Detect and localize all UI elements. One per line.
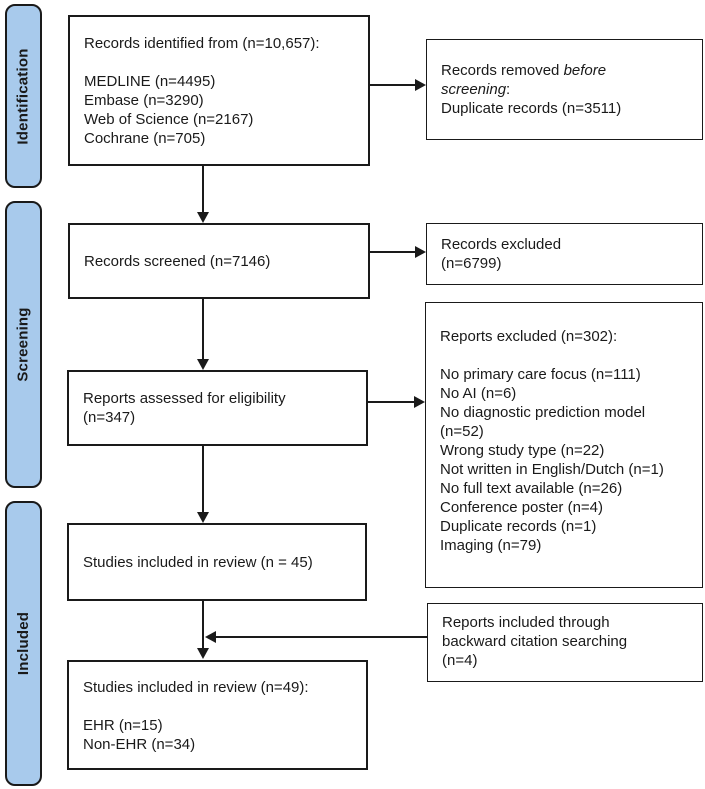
excl-duplicate-records: Duplicate records (n=1) bbox=[440, 518, 597, 535]
records-removed-line2: screening: bbox=[441, 80, 688, 99]
records-screened-label: Records screened (n=7146) bbox=[84, 252, 271, 270]
box-studies-included-49: Studies included in review (n=49): EHR (… bbox=[67, 660, 368, 770]
source-embase: Embase (n=3290) bbox=[84, 92, 204, 109]
source-web-of-science: Web of Science (n=2167) bbox=[84, 111, 254, 128]
arrow-identified-to-removed-line bbox=[370, 84, 415, 86]
spacer-line bbox=[84, 53, 354, 72]
backward-citation-line1: Reports included through bbox=[442, 614, 610, 631]
excl-no-diagnostic-model: No diagnostic prediction model (n=52) bbox=[440, 404, 646, 440]
box-records-removed-before-screening: Records removed before screening: Duplic… bbox=[426, 39, 703, 140]
records-removed-line1: Records removed before bbox=[441, 61, 688, 80]
studies-included-45-label: Studies included in review (n = 45) bbox=[83, 553, 313, 571]
arrowhead-left-icon bbox=[205, 631, 216, 643]
excl-imaging: Imaging (n=79) bbox=[440, 537, 542, 554]
box-records-excluded: Records excluded (n=6799) bbox=[426, 223, 703, 285]
records-excluded-line1: Records excluded bbox=[441, 236, 562, 253]
arrow-screened-to-assessed-line bbox=[202, 299, 204, 359]
arrowhead-right-icon bbox=[415, 246, 426, 258]
arrowhead-down-icon bbox=[197, 212, 209, 223]
ehr-count: EHR (n=15) bbox=[83, 717, 163, 734]
records-removed-colon: : bbox=[506, 81, 511, 98]
box-reports-assessed: Reports assessed for eligibility (n=347) bbox=[67, 370, 368, 446]
excl-not-english-dutch: Not written in English/Dutch (n=1) bbox=[440, 461, 664, 478]
arrow-included45-to-included49-line bbox=[202, 601, 204, 648]
records-removed-italic-before: before bbox=[563, 62, 607, 79]
arrow-backward-citation-line bbox=[216, 636, 427, 638]
spacer-line bbox=[440, 346, 688, 365]
backward-citation-line3: (n=4) bbox=[442, 652, 478, 669]
source-medline: MEDLINE (n=4495) bbox=[84, 73, 216, 90]
arrow-assessed-to-reports-excluded-line bbox=[368, 401, 414, 403]
box-records-screened: Records screened (n=7146) bbox=[68, 223, 370, 299]
stage-label-screening: Screening bbox=[5, 201, 42, 488]
duplicate-records-line: Duplicate records (n=3511) bbox=[441, 100, 622, 117]
excl-no-primary-care: No primary care focus (n=111) bbox=[440, 366, 641, 383]
arrowhead-right-icon bbox=[415, 79, 426, 91]
arrowhead-down-icon bbox=[197, 359, 209, 370]
arrowhead-right-icon bbox=[414, 396, 425, 408]
records-excluded-line2: (n=6799) bbox=[441, 255, 502, 272]
arrowhead-down-icon bbox=[197, 512, 209, 523]
stage-label-identification: Identification bbox=[5, 4, 42, 188]
stage-label-included-text: Included bbox=[15, 611, 32, 676]
arrow-assessed-to-included45-line bbox=[202, 446, 204, 512]
stage-label-included: Included bbox=[5, 501, 42, 786]
arrowhead-down-icon bbox=[197, 648, 209, 659]
records-removed-prefix: Records removed bbox=[441, 62, 560, 79]
excl-no-ai: No AI (n=6) bbox=[440, 385, 517, 402]
reports-excluded-title: Reports excluded (n=302): bbox=[440, 328, 618, 345]
source-cochrane: Cochrane (n=705) bbox=[84, 130, 206, 147]
box-records-identified: Records identified from (n=10,657): MEDL… bbox=[68, 15, 370, 166]
arrow-screened-to-excluded-line bbox=[370, 251, 415, 253]
arrow-identified-to-screened-line bbox=[202, 166, 204, 212]
stage-label-identification-text: Identification bbox=[15, 47, 33, 145]
records-removed-italic-screening: screening bbox=[441, 81, 507, 98]
box-studies-included-45: Studies included in review (n = 45) bbox=[67, 523, 367, 601]
excl-conference-poster: Conference poster (n=4) bbox=[440, 499, 604, 516]
spacer-line bbox=[83, 697, 352, 716]
records-identified-title: Records identified from (n=10,657): bbox=[84, 35, 320, 52]
excl-no-full-text: No full text available (n=26) bbox=[440, 480, 623, 497]
box-backward-citation: Reports included through backward citati… bbox=[427, 603, 703, 682]
excl-wrong-study-type: Wrong study type (n=22) bbox=[440, 442, 605, 459]
reports-assessed-line2: (n=347) bbox=[83, 409, 136, 426]
reports-assessed-line1: Reports assessed for eligibility bbox=[83, 390, 286, 407]
stage-label-screening-text: Screening bbox=[15, 307, 33, 382]
non-ehr-count: Non-EHR (n=34) bbox=[83, 736, 196, 753]
backward-citation-line2: backward citation searching bbox=[442, 633, 628, 650]
studies-included-49-title: Studies included in review (n=49): bbox=[83, 679, 309, 696]
box-reports-excluded: Reports excluded (n=302): No primary car… bbox=[425, 302, 703, 588]
